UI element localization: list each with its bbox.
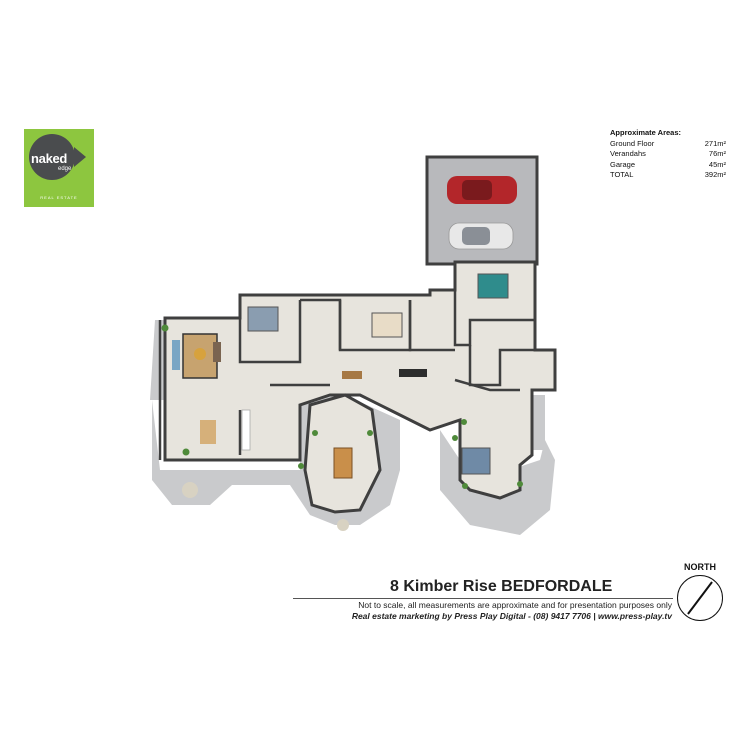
marketing-credit: Real estate marketing by Press Play Digi… — [351, 611, 672, 621]
logo-subtitle: REAL ESTATE — [40, 195, 78, 200]
white-car-icon — [448, 222, 514, 250]
areas-row: TOTAL 392m² — [610, 170, 726, 181]
bed-icons — [247, 273, 509, 475]
logo-edge: edge — [58, 166, 72, 172]
logo-circle — [29, 134, 75, 180]
red-car-icon — [447, 176, 517, 204]
kitchen-dining-furniture — [200, 409, 251, 451]
areas-value: 76m² — [708, 149, 726, 158]
logo-arrow-icon — [74, 147, 86, 167]
logo-word: naked — [31, 151, 68, 166]
plant-icons — [161, 324, 523, 489]
areas-row: Verandahs 76m² — [610, 149, 726, 160]
compass-icon — [677, 575, 723, 621]
areas-label: Garage — [610, 159, 636, 169]
naked-edge-logo: naked edge REAL ESTATE — [24, 129, 94, 207]
compass-needle — [687, 581, 713, 615]
areas-heading: Approximate Areas: — [610, 128, 681, 137]
lounge-furniture — [172, 333, 221, 379]
disclaimer: Not to scale, all measurements are appro… — [358, 600, 672, 610]
dining-table-icon — [333, 447, 353, 479]
areas-label: TOTAL — [610, 170, 634, 179]
areas-row: Garage 45m² — [610, 160, 726, 171]
areas-value: 45m² — [708, 159, 726, 169]
outdoor-setting-icon — [182, 482, 349, 531]
areas-label: Ground Floor — [610, 138, 655, 148]
divider — [293, 598, 673, 599]
property-address: 8 Kimber Rise BEDFORDALE — [390, 578, 613, 595]
garage — [425, 155, 539, 266]
areas-table: Approximate Areas: Ground Floor 271m² Ve… — [610, 128, 726, 181]
north-label: NORTH — [684, 562, 716, 572]
hallway-furniture — [342, 369, 427, 379]
areas-label: Verandahs — [610, 149, 646, 158]
areas-value: 271m² — [704, 138, 726, 148]
areas-row: Ground Floor 271m² — [610, 139, 726, 150]
internal-walls — [158, 290, 535, 460]
areas-value: 392m² — [704, 170, 726, 179]
